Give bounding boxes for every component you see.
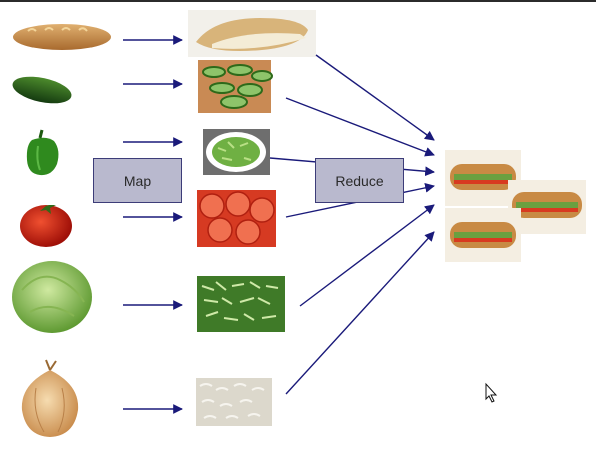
arrow-reduce-cucumber <box>285 97 435 157</box>
reduce-label: Reduce <box>335 172 384 189</box>
sliced-bread-icon <box>188 10 316 57</box>
arrow-reduce-lettuce <box>299 204 435 307</box>
cucumber-icon <box>12 76 72 104</box>
onion-icon <box>21 359 79 437</box>
tomato-icon <box>20 205 72 247</box>
arrow-reduce-onion <box>285 231 435 395</box>
lettuce-icon <box>12 261 92 333</box>
sliced-cucumber-icon <box>198 60 273 113</box>
arrow-reduce-bread <box>315 54 435 141</box>
cursor-icon <box>485 382 498 403</box>
map-label: Map <box>123 172 152 189</box>
sandwich-icon <box>445 150 586 262</box>
sliced-tomato-icon <box>197 190 276 247</box>
bread-icon <box>13 24 111 50</box>
reduce-box: Reduce <box>315 158 404 203</box>
diced-onion-icon <box>196 378 272 426</box>
pepper-icon <box>26 129 59 176</box>
map-box: Map <box>93 158 182 203</box>
top-border <box>0 0 596 2</box>
shredded-lettuce-icon <box>197 276 285 332</box>
chopped-pepper-icon <box>203 129 270 175</box>
